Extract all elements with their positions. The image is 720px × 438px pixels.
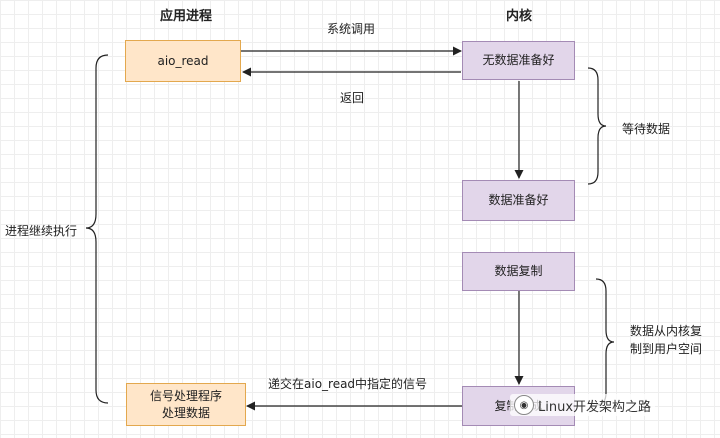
wechat-icon: ◉ xyxy=(514,395,534,415)
deliver-signal-label: 递交在aio_read中指定的信号 xyxy=(268,377,428,391)
wait-data-label: 等待数据 xyxy=(622,122,671,136)
app-process-heading: 应用进程 xyxy=(159,9,212,24)
kernel-heading: 内核 xyxy=(505,9,532,24)
watermark-text: Linux开发架构之路 xyxy=(538,399,652,415)
process-continue-brace xyxy=(85,54,109,404)
data-ready-label: 数据准备好 xyxy=(488,193,549,207)
data-copy-box: 数据复制 xyxy=(462,252,575,291)
process-continues-label: 进程继续执行 xyxy=(5,224,78,238)
data-ready-box: 数据准备好 xyxy=(462,180,575,221)
wait-brace xyxy=(587,67,607,185)
signal-handler-box: 信号处理程序 处理数据 xyxy=(126,383,246,426)
syscall-label: 系统调用 xyxy=(327,22,376,36)
return-label: 返回 xyxy=(340,91,365,105)
copy-to-user-label: 数据从内核复 制到用户空间 xyxy=(630,324,703,356)
aio-read-box-label: aio_read xyxy=(157,53,209,68)
aio-read-box: aio_read xyxy=(125,40,241,82)
no-data-ready-label: 无数据准备好 xyxy=(482,53,555,67)
data-copy-label: 数据复制 xyxy=(494,264,543,278)
no-data-ready-box: 无数据准备好 xyxy=(462,41,575,80)
signal-handler-label: 信号处理程序 处理数据 xyxy=(149,388,222,420)
watermark: ◉ Linux开发架构之路 xyxy=(510,394,656,416)
copy-brace xyxy=(595,278,615,406)
